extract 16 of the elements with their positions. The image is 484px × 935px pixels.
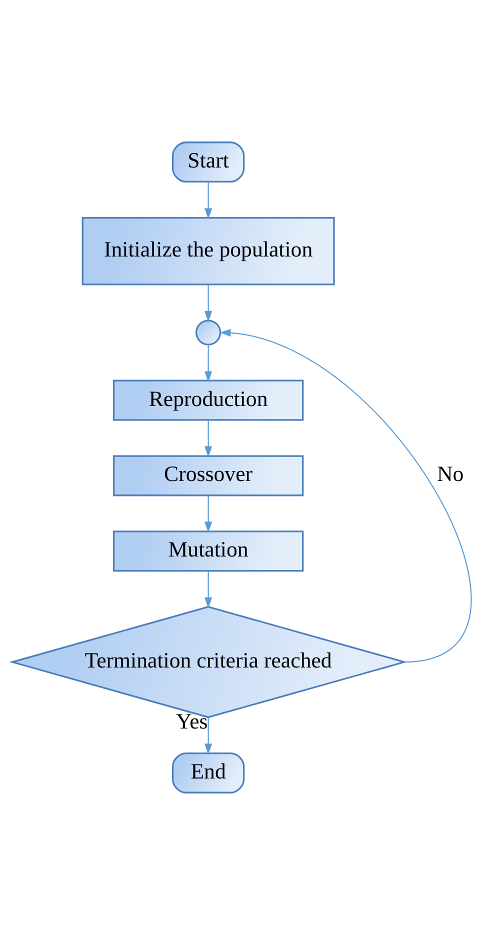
arrow <box>204 182 212 220</box>
node-box: Mutation <box>112 530 304 572</box>
node-circle <box>195 320 222 346</box>
arrow <box>204 718 212 755</box>
arrow <box>204 344 212 382</box>
node-box: End <box>172 752 245 794</box>
node-box: Initialize the population <box>82 216 335 286</box>
node-box: Crossover <box>112 455 304 496</box>
arrow <box>204 496 212 533</box>
arrow <box>204 571 212 608</box>
arrow <box>204 284 212 322</box>
arrow <box>204 420 212 458</box>
edge-label: No <box>437 462 464 486</box>
node-box: Reproduction <box>112 380 304 421</box>
arrow <box>220 329 471 663</box>
node-box: Start <box>172 142 245 183</box>
